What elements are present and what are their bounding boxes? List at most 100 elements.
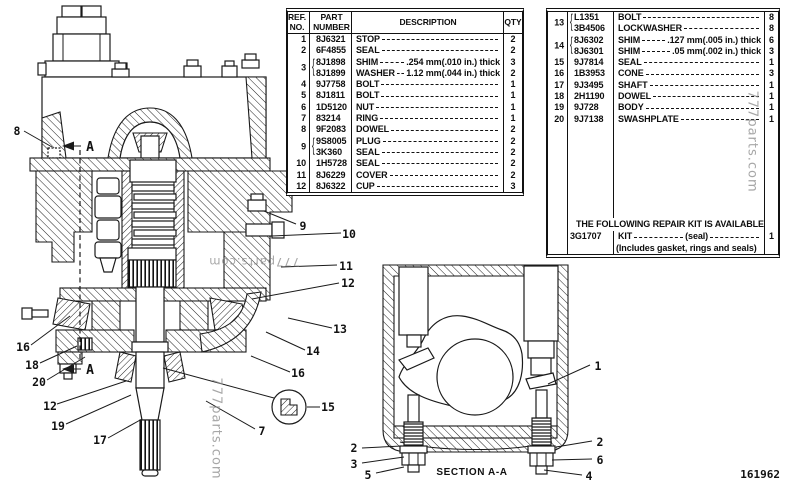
description: SHIM.127 mm(.005 in.) thick <box>614 34 765 46</box>
part-number: {8J1898 <box>310 56 352 76</box>
ref-no: 4 <box>288 79 310 91</box>
ref-no: 16 <box>548 68 568 80</box>
part-number: 9J3495 <box>568 79 614 92</box>
part-number: {L1351 <box>568 11 614 32</box>
qty: 2 <box>510 135 516 146</box>
part-number: 3G1707 <box>568 231 614 243</box>
description: SEAL <box>614 57 765 69</box>
description: BOLT <box>352 90 504 102</box>
dash-leader <box>382 140 498 142</box>
description: CUP <box>352 180 504 193</box>
bell-flange <box>199 291 262 353</box>
part-number: 8J6301 <box>568 45 614 58</box>
qty: 1 <box>769 79 774 90</box>
table-row: 8J6301 SHIM.05 mm(.002 in.) thick 3 <box>548 45 778 58</box>
table-header: REF. NO. PART NUMBER DESCRIPTION QTY <box>288 12 522 34</box>
description: SEAL <box>352 158 504 170</box>
spring <box>131 184 177 246</box>
callout: 16 <box>16 340 30 354</box>
parts-table-left: REF. NO. PART NUMBER DESCRIPTION QTY 1 8… <box>286 8 524 196</box>
callout: 14 <box>306 344 320 358</box>
header-part-number: PART NUMBER <box>310 12 352 33</box>
callout: 18 <box>25 358 39 372</box>
part-number: 3K360 <box>310 146 352 159</box>
parts-table-right: 13 {L1351 BOLT 8 3B4506 LOCKWASHER 8 14 … <box>546 8 780 258</box>
description: LOCKWASHER <box>614 23 765 35</box>
ref-no: 10 <box>288 158 310 170</box>
qty: 8 <box>769 23 774 34</box>
callout: 2 <box>351 441 358 455</box>
callout: 12 <box>43 399 57 413</box>
description: PLUG <box>352 135 504 147</box>
ref-no: 14 <box>548 34 568 50</box>
cover-bolt <box>245 223 273 237</box>
part-number: 9F2083 <box>310 124 352 136</box>
dash-leader <box>376 106 498 108</box>
qty: 1 <box>769 91 774 102</box>
section-callout-leaders <box>361 364 593 476</box>
section-callouts: 1 2 6 4 2 3 5 <box>351 359 604 483</box>
lower-bearing-right <box>163 351 186 383</box>
callout: 5 <box>365 468 372 482</box>
description: KIT (seal) <box>614 231 765 243</box>
qty: 3 <box>769 45 774 56</box>
description: CONE <box>614 68 765 80</box>
table-row: 3 {8J1898 SHIM.254 mm(.010 in.) thick 3 <box>288 56 522 77</box>
seal-detail-circle <box>162 367 307 425</box>
dash-leader <box>391 129 498 131</box>
part-number: {9S8005 <box>310 135 352 155</box>
ref-no: 1 <box>288 34 310 46</box>
right-piston <box>523 265 559 390</box>
description: BOLT <box>352 79 504 91</box>
qty: 1 <box>769 231 774 242</box>
main-callouts: 8 16 18 20 12 19 17 7 9 10 11 12 13 14 1… <box>14 124 356 447</box>
dash-leader <box>381 163 498 165</box>
part-number: 1H5728 <box>310 158 352 170</box>
dash-leader <box>680 118 759 120</box>
drive-shaft <box>131 286 169 477</box>
dash-leader <box>642 39 666 41</box>
part-number: 83214 <box>310 113 352 125</box>
ref-no: 18 <box>548 91 568 103</box>
bearing-cone-left <box>52 297 91 331</box>
description: SEAL <box>352 45 504 57</box>
dash-leader <box>380 61 405 63</box>
right-stud-assembly <box>527 389 556 475</box>
callout: 15 <box>321 400 335 414</box>
ref-no <box>548 45 568 58</box>
left-piston <box>398 266 435 371</box>
part-number: 1B3953 <box>568 68 614 80</box>
qty: 1 <box>769 102 774 113</box>
ref-no: 8 <box>288 124 310 136</box>
part-number: 8J6321 <box>310 34 352 46</box>
part-number: 2H1190 <box>568 91 614 103</box>
callout: 11 <box>339 259 353 273</box>
ref-no: 19 <box>548 102 568 114</box>
table-rows: 13 {L1351 BOLT 8 3B4506 LOCKWASHER 8 14 … <box>548 11 778 125</box>
callout: 7 <box>259 424 266 438</box>
qty: 2 <box>510 34 516 44</box>
table-row: 4 9J7758 BOLT 1 <box>288 79 522 91</box>
description: DOWEL <box>352 124 504 136</box>
repair-kit-detail-row: (Includes gasket, rings and seals) <box>548 242 778 254</box>
table-row: 8 9F2083 DOWEL 2 <box>288 124 522 136</box>
dash-leader <box>643 62 759 64</box>
part-number: 8J6229 <box>310 169 352 181</box>
description: BODY <box>614 102 765 114</box>
qty: 1 <box>510 79 516 90</box>
dash-leader <box>381 84 498 86</box>
qty: 8 <box>769 12 774 22</box>
qty: 6 <box>769 34 774 45</box>
callout: 16 <box>291 366 305 380</box>
description: COVER <box>352 169 504 181</box>
top-cap-assembly <box>37 5 128 78</box>
table-rows: 1 8J6321 STOP 2 2 6F4855 SEAL 2 3 {8J189… <box>288 34 522 193</box>
description: SEAL <box>352 146 504 159</box>
section-marker-label: A <box>86 363 94 378</box>
dash-leader <box>642 51 671 53</box>
spring-retainer <box>129 159 177 183</box>
dash-leader <box>649 84 759 86</box>
pump-housing <box>41 53 267 159</box>
